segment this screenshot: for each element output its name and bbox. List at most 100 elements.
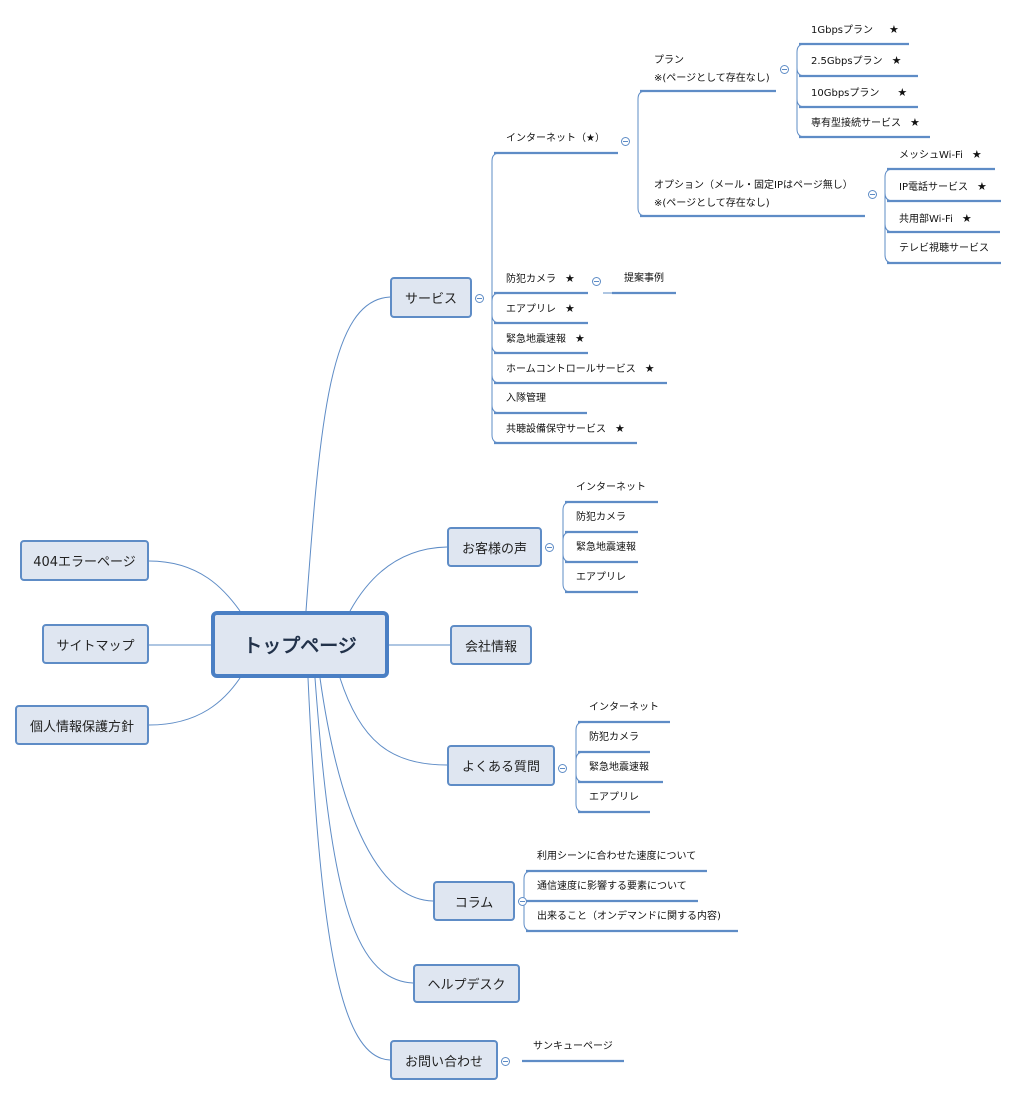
node-service[interactable]: サービス [390, 277, 472, 318]
leaf-voice-internet-label: インターネット [576, 482, 646, 493]
connector-line [349, 546, 448, 612]
leaf-faq-airpuri-label: エアプリレ [589, 792, 639, 803]
node-company[interactable]: 会社情報 [450, 625, 532, 665]
leaf-internet[interactable]: インターネット（★） [506, 133, 605, 145]
leaf-svc-entry[interactable]: 入隊管理 [506, 393, 546, 405]
collapse-toggle-icon[interactable] [475, 294, 484, 303]
collapse-toggle-icon[interactable] [621, 137, 630, 146]
leaf-svc-airpuri-label: エアプリレ [506, 304, 556, 315]
leaf-plan-line1: プラン [654, 55, 684, 66]
leaf-plan-dedicated[interactable]: 専有型接続サービス★ [811, 117, 920, 130]
node-company-label: 会社情報 [464, 639, 517, 655]
leaf-internet-label: インターネット（★） [506, 133, 605, 144]
leaf-voice-camera-label: 防犯カメラ [576, 512, 626, 523]
connector-line [562, 548, 572, 593]
connector-line [339, 677, 448, 766]
connector-line [319, 677, 434, 902]
leaf-opt-shared-wifi-label: 共用部Wi-Fi [899, 214, 953, 225]
collapse-toggle-icon[interactable] [868, 190, 877, 199]
collapse-toggle-icon[interactable] [518, 897, 527, 906]
star-icon: ★ [565, 272, 575, 285]
leaf-svc-maint[interactable]: 共聴設備保守サービス ★ [506, 423, 625, 436]
leaf-faq-camera-label: 防犯カメラ [589, 732, 639, 743]
star-icon: ★ [615, 422, 625, 435]
leaf-faq-internet[interactable]: インターネット [589, 702, 659, 714]
leaf-column-ondemand[interactable]: 出来ること（オンデマンドに関する内容) [537, 911, 721, 923]
node-sitemap[interactable]: サイトマップ [42, 624, 149, 664]
collapse-toggle-icon[interactable] [780, 65, 789, 74]
leaf-column-factors[interactable]: 通信速度に影響する要素について [537, 881, 687, 893]
leaf-voice-quake[interactable]: 緊急地震速報 [576, 542, 636, 554]
node-faq[interactable]: よくある質問 [447, 745, 555, 786]
connector-line [575, 768, 585, 813]
leaf-faq-internet-label: インターネット [589, 702, 659, 713]
connector-line [491, 298, 501, 354]
leaf-plan[interactable]: プラン ※(ページとして存在なし) [654, 52, 770, 88]
leaf-faq-airpuri[interactable]: エアプリレ [589, 792, 639, 804]
connector-line [884, 192, 894, 202]
node-privacy[interactable]: 個人情報保護方針 [15, 705, 149, 745]
leaf-opt-mesh-label: メッシュWi-Fi [899, 150, 963, 161]
star-icon: ★ [961, 212, 972, 225]
star-icon: ★ [575, 332, 585, 345]
root-node[interactable]: トップページ [211, 611, 389, 678]
leaf-voice-quake-label: 緊急地震速報 [576, 542, 636, 553]
leaf-option[interactable]: オプション（メール・固定IPはページ無し）※(ページとして存在なし) [654, 177, 853, 213]
node-voice[interactable]: お客様の声 [447, 527, 542, 567]
connector-line [562, 531, 572, 548]
leaf-opt-ipphone[interactable]: IP電話サービス★ [899, 181, 987, 194]
leaf-voice-airpuri[interactable]: エアプリレ [576, 572, 626, 584]
collapse-toggle-icon[interactable] [545, 543, 554, 552]
leaf-option-line2: ※(ページとして存在なし) [654, 198, 770, 209]
node-column[interactable]: コラム [433, 881, 515, 921]
node-column-label: コラム [454, 895, 494, 911]
leaf-svc-home[interactable]: ホームコントロールサービス ★ [506, 363, 655, 376]
leaf-svc-quake[interactable]: 緊急地震速報 ★ [506, 333, 585, 346]
leaf-plan-1g[interactable]: 1Gbpsプラン ★ [811, 24, 899, 37]
node-faq-label: よくある質問 [461, 760, 540, 775]
leaf-plan-25g-label: 2.5Gbpsプラン [811, 56, 883, 67]
leaf-voice-internet[interactable]: インターネット [576, 482, 646, 494]
star-icon: ★ [889, 23, 899, 36]
leaf-column-factors-label: 通信速度に影響する要素について [537, 881, 687, 892]
leaf-plan-10g[interactable]: 10Gbpsプラン★ [811, 87, 907, 100]
leaf-column-speed[interactable]: 利用シーンに合わせた速度について [537, 851, 696, 863]
leaf-opt-tv[interactable]: テレビ視聴サービス [899, 243, 989, 255]
leaf-plan-line2: ※(ページとして存在なし) [654, 73, 770, 84]
leaf-svc-home-label: ホームコントロールサービス [506, 364, 636, 375]
leaf-opt-tv-label: テレビ視聴サービス [899, 243, 989, 254]
leaf-faq-camera[interactable]: 防犯カメラ [589, 732, 639, 744]
connector-line [562, 548, 572, 563]
leaf-svc-camera[interactable]: 防犯カメラ ★ [506, 273, 575, 286]
leaf-svc-camera-case-label: 提案事例 [624, 273, 664, 284]
leaf-svc-maint-label: 共聴設備保守サービス [506, 424, 606, 435]
connector-line [148, 677, 241, 726]
star-icon: ★ [644, 362, 655, 375]
leaf-contact-thanks-label: サンキューページ [533, 1041, 613, 1052]
leaf-faq-quake[interactable]: 緊急地震速報 [589, 762, 649, 774]
leaf-svc-quake-label: 緊急地震速報 [506, 334, 566, 345]
leaf-plan-1g-label: 1Gbpsプラン [811, 25, 874, 36]
leaf-svc-entry-label: 入隊管理 [506, 393, 546, 404]
leaf-plan-dedicated-label: 専有型接続サービス [811, 118, 901, 129]
collapse-toggle-icon[interactable] [501, 1057, 510, 1066]
node-404[interactable]: 404エラーページ [20, 540, 149, 581]
connector-line [575, 751, 585, 768]
collapse-toggle-icon[interactable] [592, 277, 601, 286]
leaf-faq-quake-label: 緊急地震速報 [589, 762, 649, 773]
leaf-svc-airpuri[interactable]: エアプリレ★ [506, 303, 575, 316]
connector-line [491, 152, 501, 298]
leaf-svc-camera-label: 防犯カメラ [506, 274, 556, 285]
leaf-contact-thanks[interactable]: サンキューページ [533, 1041, 613, 1053]
node-contact[interactable]: お問い合わせ [390, 1040, 498, 1080]
leaf-svc-camera-case[interactable]: 提案事例 [624, 273, 664, 285]
leaf-voice-camera[interactable]: 防犯カメラ [576, 512, 626, 524]
leaf-opt-shared-wifi[interactable]: 共用部Wi-Fi ★ [899, 213, 972, 226]
node-helpdesk[interactable]: ヘルプデスク [413, 964, 520, 1003]
node-sitemap-label: サイトマップ [56, 638, 135, 654]
leaf-opt-mesh[interactable]: メッシュWi-Fi★ [899, 149, 982, 162]
leaf-plan-25g[interactable]: 2.5Gbpsプラン★ [811, 55, 901, 68]
collapse-toggle-icon[interactable] [558, 764, 567, 773]
connector-line [637, 153, 647, 217]
